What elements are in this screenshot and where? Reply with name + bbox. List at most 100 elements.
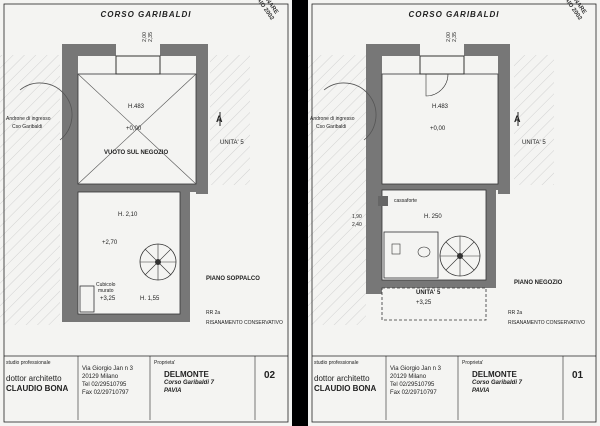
address-line: Via Giorgio Jan n 3 <box>82 366 133 372</box>
room-upper <box>77 73 197 185</box>
street-title: CORSO GARIBALDI <box>408 10 500 19</box>
wall-top-left <box>62 44 116 56</box>
access-note: Cso Garibaldi <box>12 124 43 130</box>
rr-note: RR 2a <box>206 310 221 316</box>
conservation-note: RISANAMENTO CONSERVATIVO <box>508 320 585 326</box>
title-block: studio professionale dottor architetto C… <box>308 356 600 414</box>
address-line: Tel 02/29510795 <box>390 382 435 388</box>
address-line: Tel 02/29510795 <box>82 382 127 388</box>
neighbour-hatch <box>210 55 250 185</box>
wall-right-lower <box>486 190 496 286</box>
room-upper <box>381 73 499 185</box>
level-label-upper: +0,00 <box>430 126 446 132</box>
stair-note: murato <box>98 288 114 294</box>
access-note: Androne di ingresso <box>310 116 355 122</box>
door-swing <box>425 73 449 97</box>
window <box>115 55 161 75</box>
unit-label: UNITA' 5 <box>220 140 244 146</box>
neighbour-stair <box>323 82 377 141</box>
owner-city: PAVIA <box>164 388 182 394</box>
neighbour-hatch <box>514 55 554 185</box>
void-label: VUOTO SUL NEGOZIO <box>104 150 169 156</box>
mezzanine-outline <box>381 287 487 321</box>
wall-mid <box>382 184 510 190</box>
wall-mid <box>78 184 208 192</box>
wall-top-right <box>464 44 510 56</box>
toilet <box>391 243 401 255</box>
floor-plan-sheet-01: CORSO GARIBALDI PRELIMINARE FEBBRAIO 200… <box>308 0 600 426</box>
level-label-low: +3,25 <box>100 296 116 302</box>
height-label-upper: H.483 <box>128 104 145 110</box>
street-title: CORSO GARIBALDI <box>100 10 192 19</box>
owner-address: Corso Garibaldi 7 <box>164 380 215 386</box>
address-line: 20129 Milano <box>82 374 119 380</box>
level-label-mid: +2,70 <box>102 240 118 246</box>
owner-city: PAVIA <box>472 388 490 394</box>
studio-label: studio professionale <box>6 360 51 366</box>
address-line: Fax 02/29710797 <box>390 390 437 396</box>
architect-name: CLAUDIO BONA <box>6 384 69 393</box>
sheet-border <box>3 3 289 423</box>
plan-drawing <box>0 3 289 423</box>
dim-label: 2,40 <box>352 222 362 228</box>
conservation-note: RISANAMENTO CONSERVATIVO <box>206 320 283 326</box>
wall-right <box>196 44 208 194</box>
wall-left <box>366 44 382 294</box>
closet-label: cassaforte <box>394 198 418 204</box>
section-mark: A <box>514 114 521 124</box>
sheet-number: 01 <box>572 370 584 381</box>
level-label-low: +3,25 <box>416 300 432 306</box>
title-block: studio professionale dottor architetto C… <box>0 356 292 414</box>
address-line: Via Giorgio Jan n 3 <box>390 366 441 372</box>
wall-right-lower <box>180 192 190 322</box>
access-note: Cso Garibaldi <box>316 124 347 130</box>
floor-label: PIANO NEGOZIO <box>514 280 563 286</box>
neighbour-stair <box>19 82 73 141</box>
rr-note: RR 2a <box>508 310 523 316</box>
plan-drawing <box>308 3 597 423</box>
bathroom <box>383 231 439 279</box>
room-lower <box>77 191 181 315</box>
owner-address: Corso Garibaldi 7 <box>472 380 523 386</box>
studio-label: studio professionale <box>314 360 359 366</box>
address-line: 20129 Milano <box>390 374 427 380</box>
height-label-low: H. 1,55 <box>140 296 160 302</box>
height-label-lower: H. 2,10 <box>118 212 138 218</box>
unit-label: UNITA' 5 <box>522 140 546 146</box>
section-mark: A <box>216 114 223 124</box>
sheet-border <box>311 3 597 423</box>
wall-bottom <box>62 314 188 322</box>
owner-label: Proprieta' <box>154 360 176 366</box>
cubicle <box>79 285 95 313</box>
unit-lower-label: UNITA' 5 <box>416 290 441 296</box>
level-label-upper: +0,00 <box>126 126 142 132</box>
window <box>419 55 465 75</box>
safe-closet <box>378 196 388 206</box>
wall-top-left <box>366 44 420 56</box>
height-label-lower: H. 250 <box>424 214 442 220</box>
floor-label: PIANO SOPPALCO <box>206 276 260 282</box>
architect-title: dottor architetto <box>6 374 62 383</box>
architect-title: dottor architetto <box>314 374 370 383</box>
dim-label: 2,35 <box>451 32 458 42</box>
dim-label: 2,35 <box>147 32 154 42</box>
wall-right <box>498 44 510 194</box>
owner-name: DELMONTE <box>472 370 517 379</box>
architect-name: CLAUDIO BONA <box>314 384 377 393</box>
neighbour-hatch <box>0 55 60 325</box>
stair-note: Cubicolo <box>96 282 116 288</box>
height-label-upper: H.483 <box>432 104 449 110</box>
wall-top-right <box>160 44 208 56</box>
address-line: Fax 02/29710797 <box>82 390 129 396</box>
owner-label: Proprieta' <box>462 360 484 366</box>
wall-bottom <box>366 280 496 288</box>
floor-plan-sheet-02: CORSO GARIBALDI PRELIMINARE FEBBRAIO 200… <box>0 0 292 426</box>
owner-name: DELMONTE <box>164 370 209 379</box>
sink <box>417 246 431 258</box>
sheet-number: 02 <box>264 370 276 381</box>
wall-left <box>62 44 78 322</box>
dim-label: 1,90 <box>352 214 362 220</box>
neighbour-hatch <box>308 55 366 325</box>
access-note: Androne di ingresso <box>6 116 51 122</box>
room-lower <box>381 189 487 281</box>
